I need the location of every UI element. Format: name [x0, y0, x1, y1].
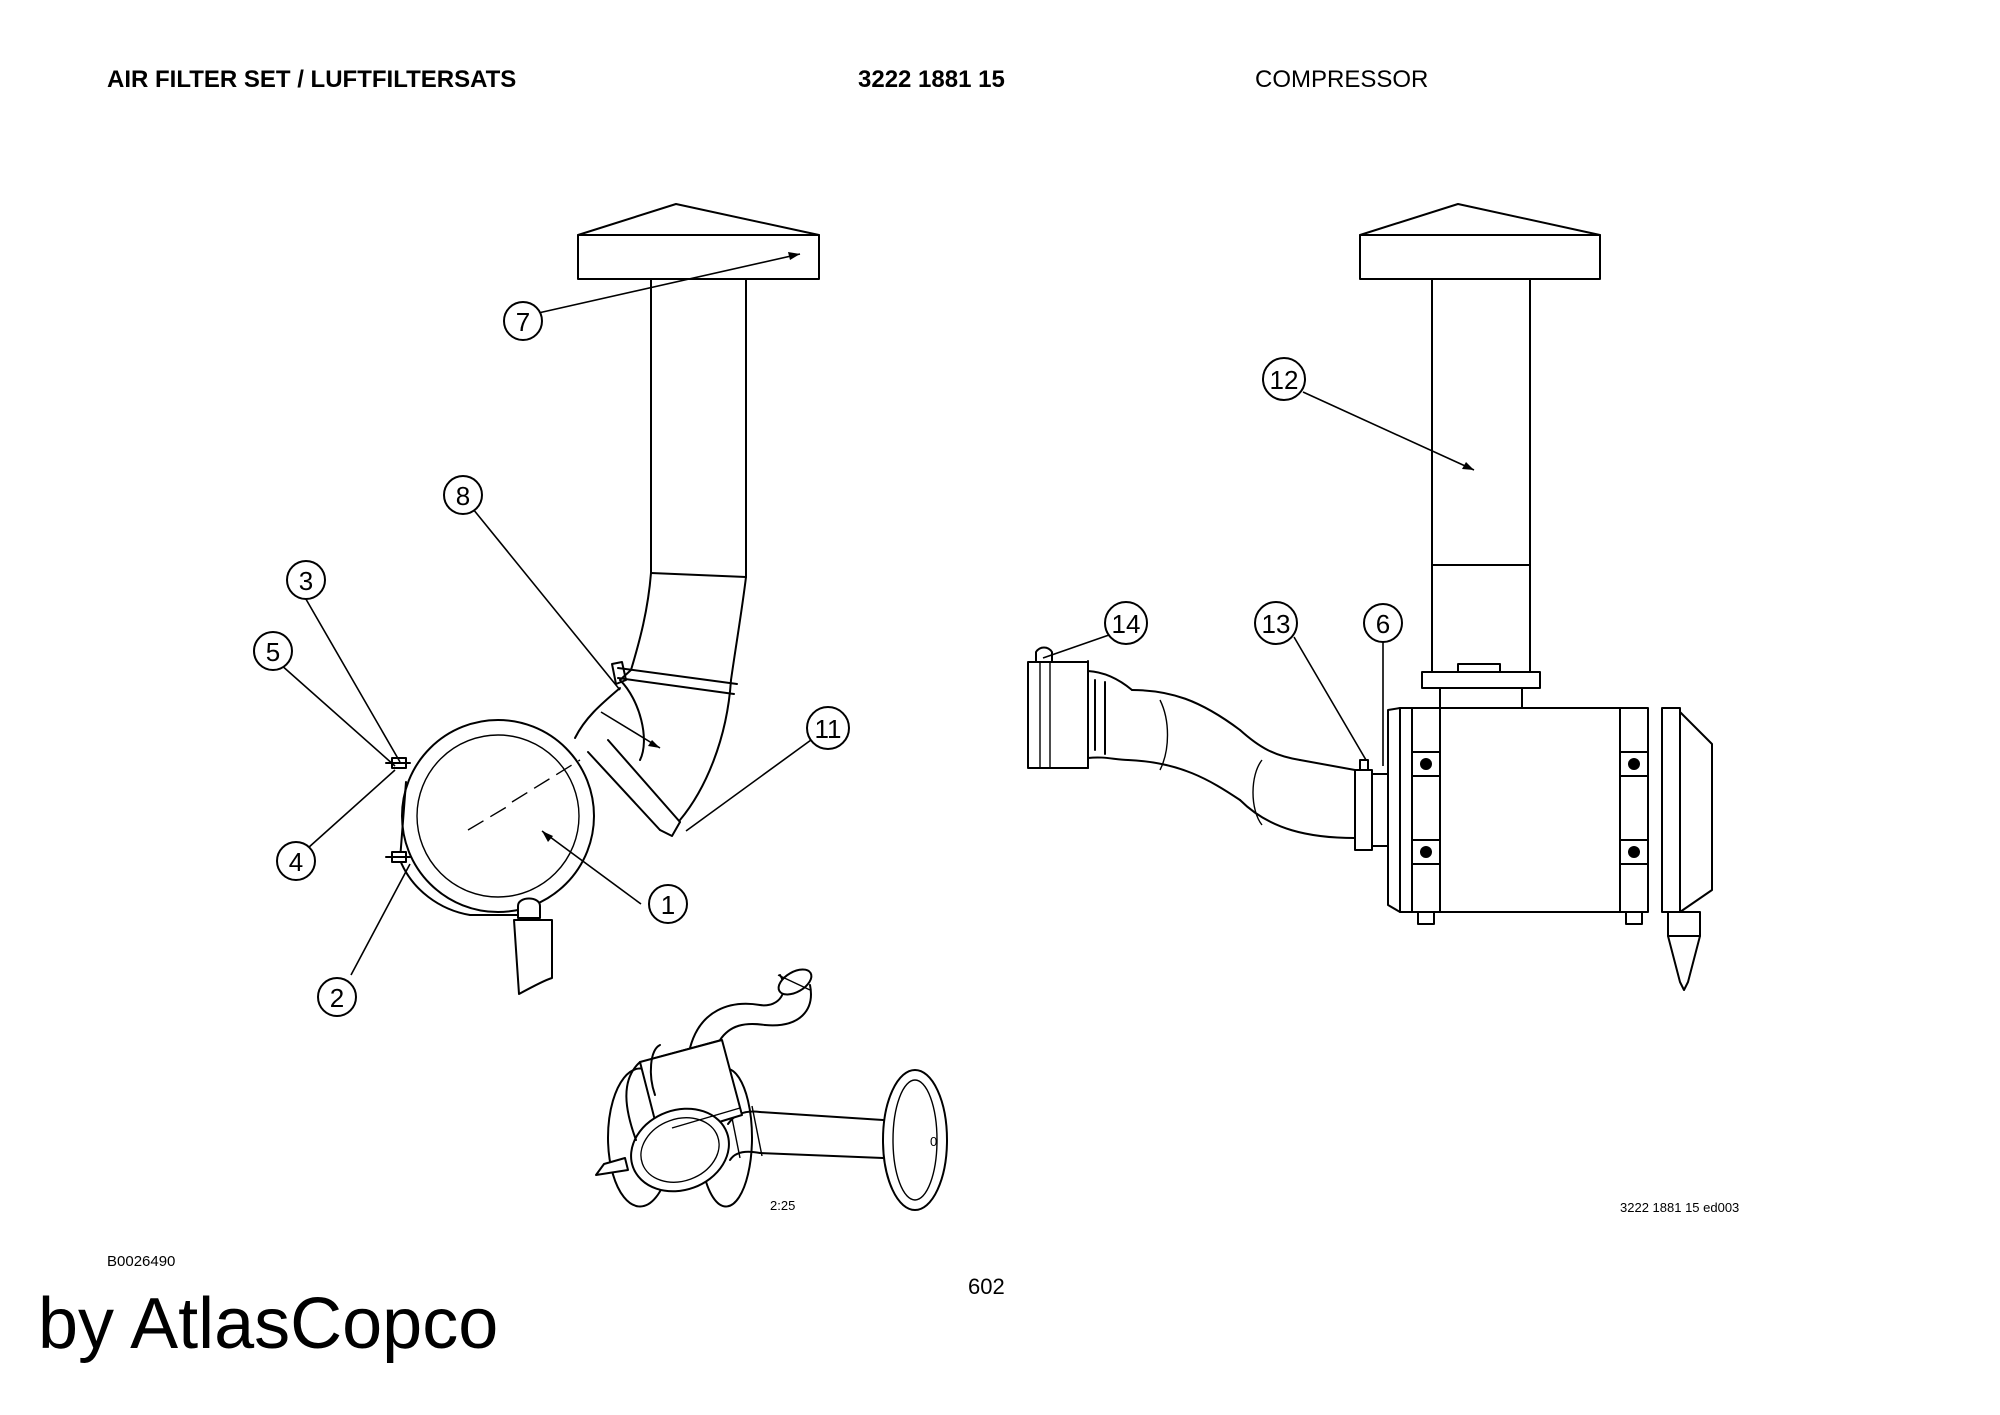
rain-cap-right — [1359, 203, 1601, 280]
inlet-hose — [1027, 646, 1389, 851]
svg-text:11: 11 — [815, 714, 842, 744]
right-view — [1027, 203, 1713, 991]
callout-11: 11 — [806, 706, 850, 750]
scale-label: 2:25 — [770, 1198, 795, 1213]
elbow-connector — [574, 687, 681, 837]
drawing-reference: 3222 1881 15 ed003 — [1620, 1200, 1739, 1215]
intake-pipe-right — [1421, 278, 1541, 709]
document-title: AIR FILTER SET / LUFTFILTERSATS — [107, 66, 517, 93]
callout-4: 4 — [276, 841, 316, 881]
callout-5: 5 — [253, 631, 293, 671]
callout-1: 1 — [648, 884, 688, 924]
svg-text:3: 3 — [299, 566, 313, 596]
callout-8: 8 — [443, 475, 483, 515]
brand-watermark: by AtlasCopco — [38, 1284, 499, 1364]
filter-housing-end-view — [385, 719, 595, 995]
callout-14: 14 — [1104, 601, 1148, 645]
svg-text:13: 13 — [1262, 609, 1291, 639]
left-view: 0 — [385, 203, 948, 1211]
leader-lines — [279, 252, 1475, 976]
isometric-inset: 0 — [595, 968, 948, 1211]
svg-text:6: 6 — [1376, 609, 1390, 639]
filter-housing-side-view — [1387, 707, 1713, 991]
category-label: COMPRESSOR — [1255, 66, 1429, 93]
svg-text:4: 4 — [289, 847, 303, 877]
svg-text:1: 1 — [661, 890, 675, 920]
svg-text:5: 5 — [266, 637, 280, 667]
rain-cap-left — [577, 203, 820, 280]
part-number: 3222 1881 15 — [858, 66, 1005, 93]
callout-3: 3 — [286, 560, 326, 600]
document-code: B0026490 — [107, 1253, 176, 1270]
svg-text:2: 2 — [330, 983, 344, 1013]
intake-pipe-left — [611, 278, 747, 821]
svg-text:8: 8 — [456, 481, 470, 511]
svg-text:12: 12 — [1270, 365, 1299, 395]
callout-12: 12 — [1262, 357, 1306, 401]
svg-text:14: 14 — [1112, 609, 1141, 639]
page-number: 602 — [968, 1274, 1005, 1299]
callout-6: 6 — [1363, 603, 1403, 643]
iso-mark: 0 — [930, 1134, 937, 1149]
svg-text:7: 7 — [516, 307, 530, 337]
callout-13: 13 — [1254, 601, 1298, 645]
callout-7: 7 — [503, 301, 543, 341]
callout-2: 2 — [317, 977, 357, 1017]
